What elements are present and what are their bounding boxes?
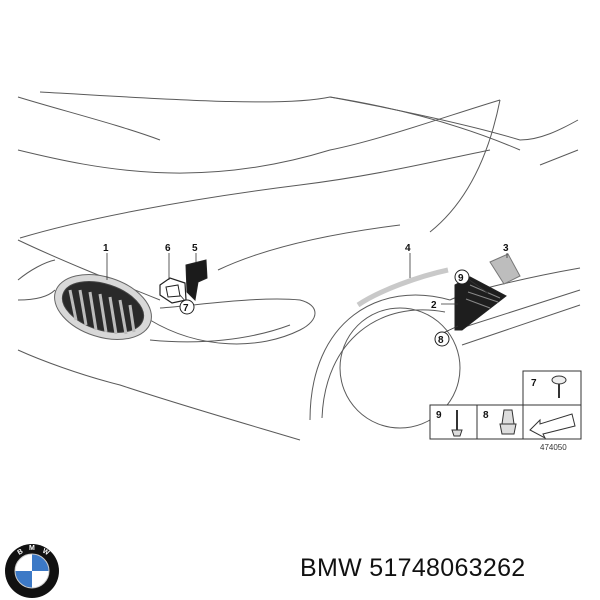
cover-part-5 [185,259,208,302]
callout-4: 4 [405,243,411,254]
svg-text:W: W [41,548,51,558]
bmw-logo: B M W [5,544,59,598]
callouts: 1 6 5 4 3 2 9 8 7 [103,243,509,347]
legend-num-7: 7 [531,378,537,389]
legend-box-7 [522,370,582,406]
trim-strip-part-4 [356,267,449,308]
bracket-part-6 [159,277,187,304]
svg-text:B: B [17,548,25,557]
fastener-legend: 7 9 8 474050 [429,370,582,452]
callout-3: 3 [503,243,509,254]
rivet-icon-9 [451,410,463,437]
legend-num-9: 9 [436,410,442,421]
diagram-code: 474050 [540,443,567,452]
callout-2: 2 [431,300,437,311]
direction-arrow-icon [529,413,576,440]
callout-7-circle [179,299,195,315]
leader-lines [106,253,508,334]
callout-8-circle [434,331,450,347]
callout-9-circle [454,269,470,285]
callout-9: 9 [458,273,464,284]
car-outline [17,91,581,441]
clip-icon-8 [499,409,517,435]
legend-num-8: 8 [483,410,489,421]
callout-7: 7 [183,303,189,314]
callout-5: 5 [192,243,198,254]
part-number-caption: BMW 51748063262 [300,554,526,582]
pad-part-3 [489,253,521,285]
callout-1: 1 [103,243,109,254]
kidney-grille-part [54,274,152,340]
screw-icon [551,375,567,398]
callout-8: 8 [438,335,444,346]
svg-text:M: M [29,545,35,552]
callout-6: 6 [165,243,171,254]
